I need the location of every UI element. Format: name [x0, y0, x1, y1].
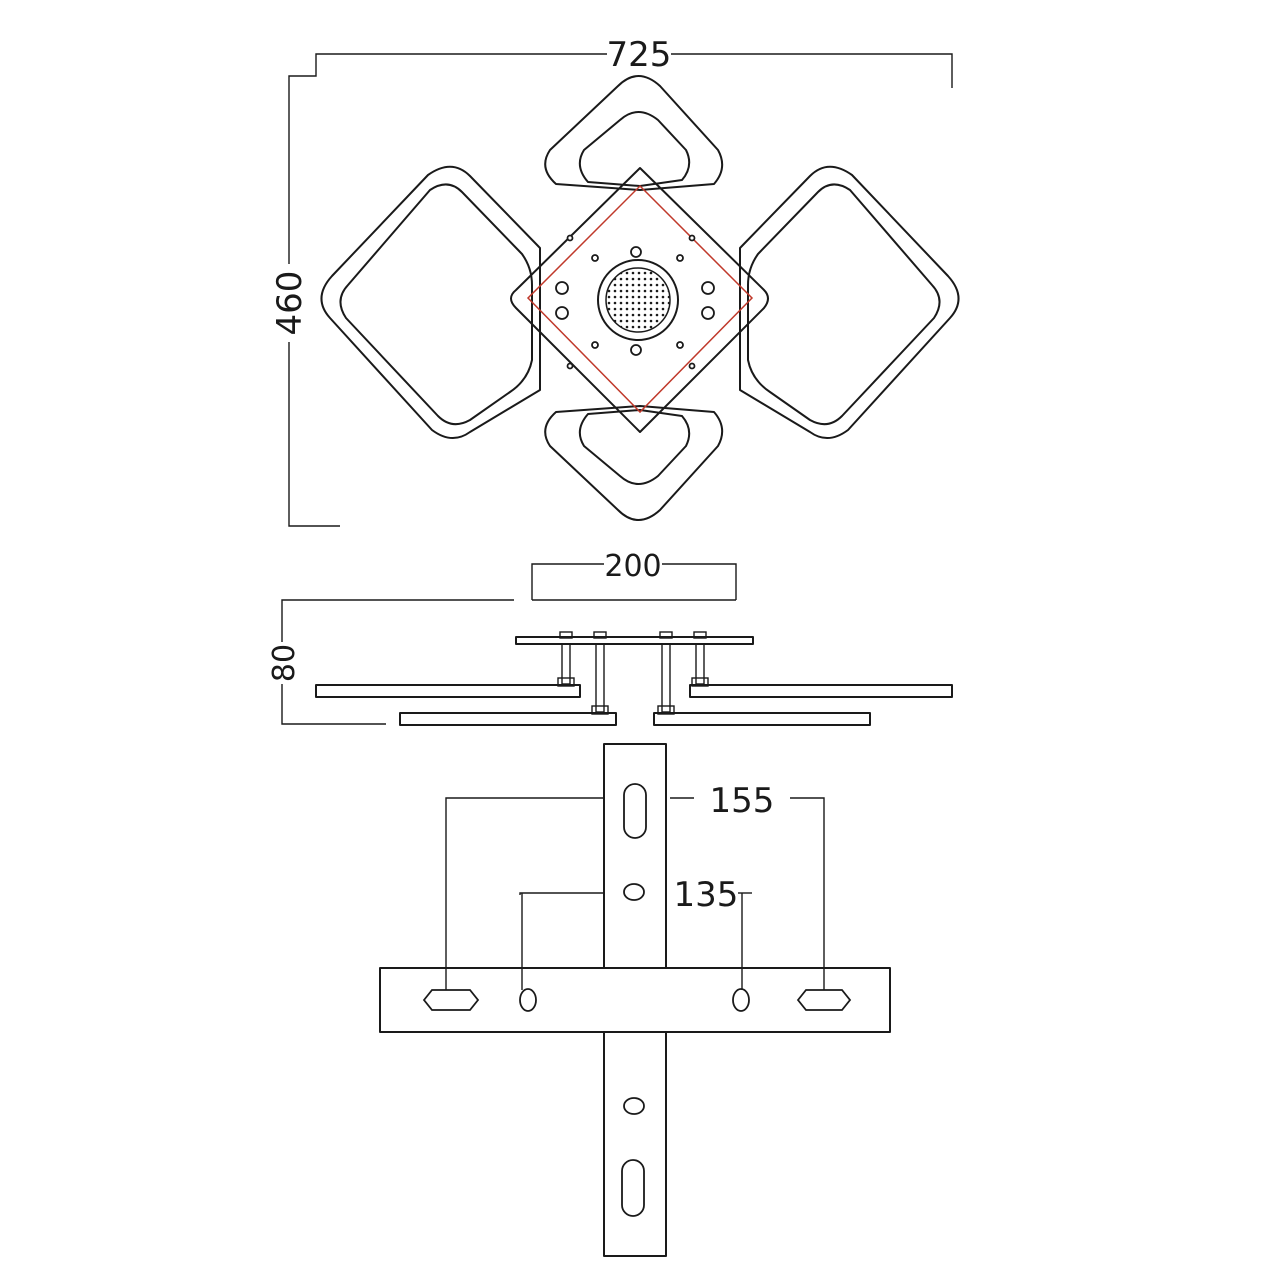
dimension-top-height: 460	[270, 75, 340, 527]
slot-right	[796, 989, 852, 1011]
hole-left	[519, 988, 537, 1012]
lower-arm-left	[399, 712, 617, 726]
right-arm	[739, 165, 960, 439]
speaker-ring	[597, 259, 679, 341]
dimension-side-width: 200	[531, 549, 737, 601]
canopy-outline	[526, 184, 754, 414]
center-plate	[510, 167, 769, 433]
bottom-arm	[544, 405, 724, 521]
dimension-bracket-135: 135	[519, 875, 752, 990]
mounting-bracket: 155 135	[379, 743, 891, 1257]
slot-top	[623, 783, 647, 839]
hole-top	[623, 883, 645, 901]
dimension-bracket-155: 155	[445, 781, 825, 990]
slot-left	[422, 989, 480, 1011]
canopy-plate	[515, 636, 754, 645]
top-view: 725 460	[270, 35, 960, 527]
mounting-rods	[557, 631, 709, 715]
top-arm	[544, 75, 724, 191]
lower-arm-right	[653, 712, 871, 726]
side-view: 200 80	[267, 549, 953, 726]
dimension-label-80: 80	[267, 644, 302, 682]
dimension-label-155: 155	[710, 781, 775, 821]
hole-bottom	[623, 1097, 645, 1115]
slot-bottom	[621, 1159, 645, 1217]
dimension-label-200: 200	[604, 549, 661, 584]
dimension-top-width: 725	[303, 35, 953, 88]
speaker-grille-icon	[605, 267, 671, 333]
dimension-label-460: 460	[270, 271, 310, 336]
hole-right	[732, 988, 750, 1012]
dimension-label-725: 725	[607, 35, 672, 75]
left-arm	[320, 165, 541, 439]
upper-arm-right	[689, 684, 953, 698]
dimension-label-135: 135	[674, 875, 739, 915]
upper-arm-left	[315, 684, 581, 698]
dimension-side-height: 80	[267, 599, 514, 725]
